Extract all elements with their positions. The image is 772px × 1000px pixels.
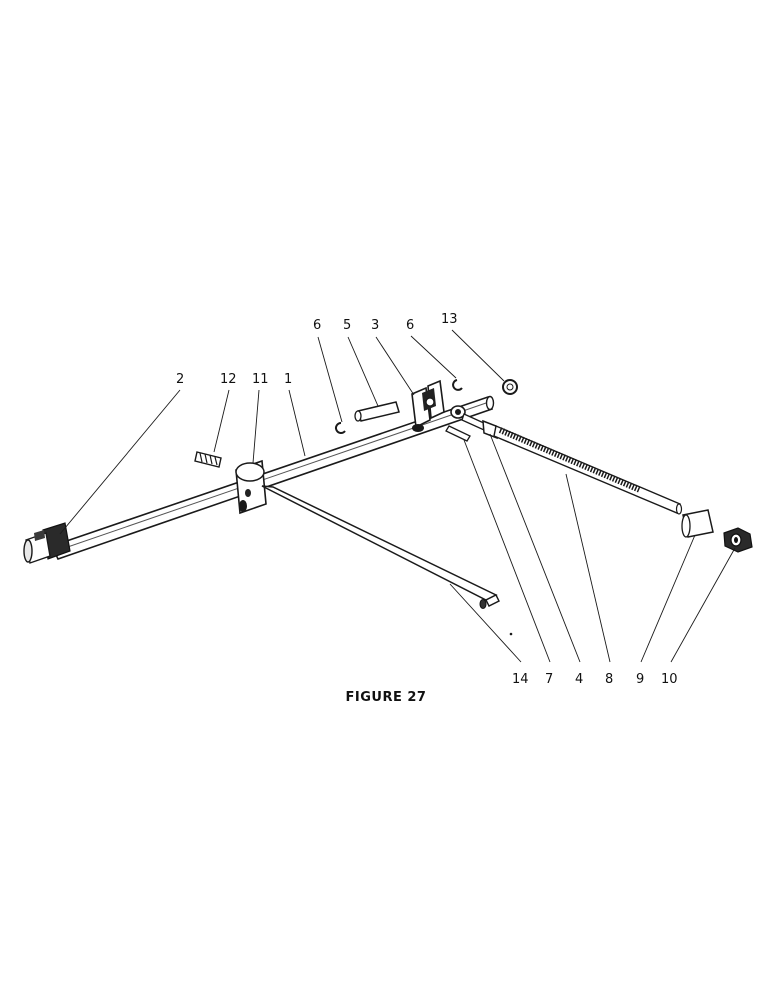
shaft-lever-bracket <box>235 459 267 515</box>
roll-pin <box>194 451 222 468</box>
end-collar <box>23 522 71 564</box>
callout-2: 2 <box>176 372 184 387</box>
clevis-yoke <box>411 379 445 432</box>
callout-7: 7 <box>545 672 553 687</box>
clip-right <box>452 379 463 391</box>
callout-3: 3 <box>371 318 379 333</box>
figure-caption: FIGURE 27 <box>345 690 427 705</box>
clip-left <box>335 422 346 434</box>
callout-8: 8 <box>605 672 613 687</box>
callout-5: 5 <box>343 318 351 333</box>
clevis-pin <box>354 401 400 422</box>
sleeve <box>681 509 714 538</box>
threaded-rod <box>493 425 683 515</box>
callout-6-left: 6 <box>313 318 321 333</box>
callout-4: 4 <box>575 672 583 687</box>
callout-13: 13 <box>441 312 458 327</box>
small-pin <box>445 425 471 442</box>
callout-12: 12 <box>220 372 237 387</box>
callout-11: 11 <box>252 372 269 387</box>
leader-lines <box>59 329 736 663</box>
nut <box>723 527 753 553</box>
callout-9: 9 <box>636 672 644 687</box>
washer <box>502 379 518 395</box>
callout-1: 1 <box>284 372 292 387</box>
callout-labels: 6 5 3 6 13 2 12 11 1 14 7 4 8 9 10 <box>176 312 678 687</box>
callout-6-right: 6 <box>406 318 414 333</box>
callout-14: 14 <box>512 672 529 687</box>
bent-rod <box>261 485 500 609</box>
callout-10: 10 <box>661 672 678 687</box>
print-speck <box>509 632 513 636</box>
rod-end <box>450 405 498 440</box>
